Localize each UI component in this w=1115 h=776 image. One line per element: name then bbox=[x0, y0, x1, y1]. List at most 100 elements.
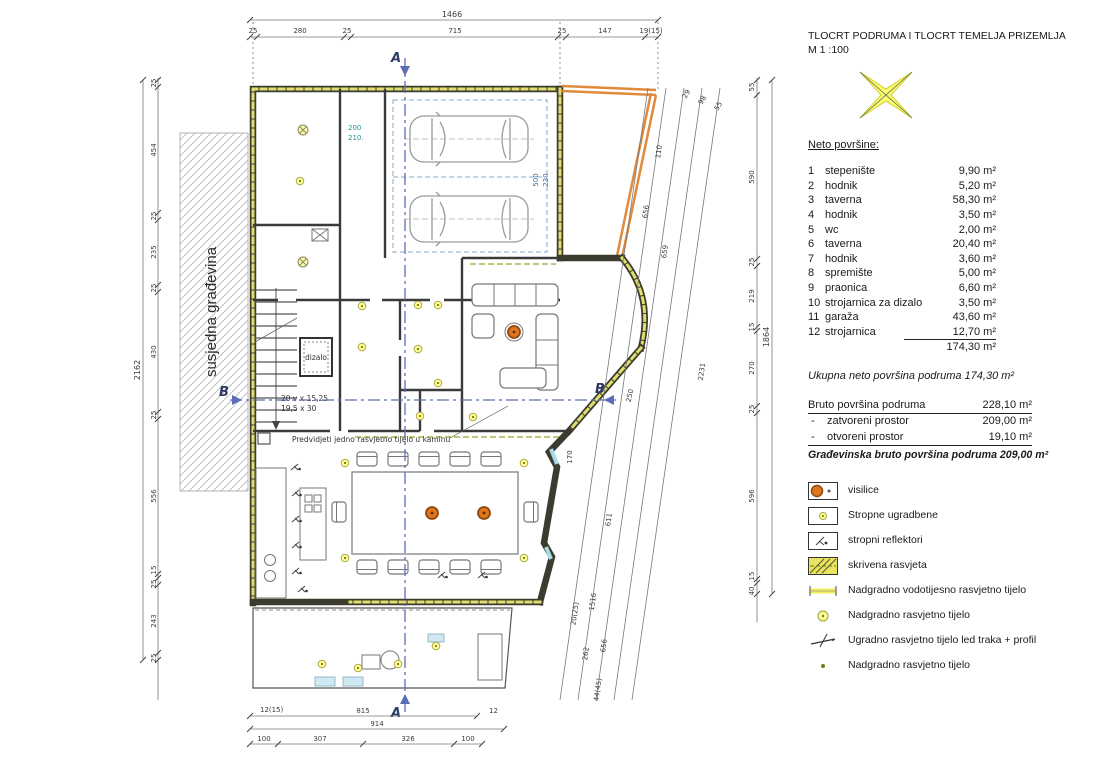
svg-text:659: 659 bbox=[660, 245, 670, 259]
svg-text:147: 147 bbox=[598, 27, 611, 35]
svg-text:656: 656 bbox=[599, 638, 609, 653]
pendant-light bbox=[477, 506, 491, 520]
svg-text:326: 326 bbox=[401, 735, 415, 743]
svg-text:250: 250 bbox=[625, 388, 636, 403]
svg-text:98: 98 bbox=[697, 94, 708, 106]
north-star-icon bbox=[859, 71, 913, 119]
svg-text:1466: 1466 bbox=[442, 10, 462, 19]
dimension-right: 55 590 25 219 15 270 25 596 15 40 1864 bbox=[748, 76, 776, 622]
legend-item: visilice bbox=[808, 478, 1110, 503]
svg-text:19(15): 19(15) bbox=[639, 27, 663, 35]
svg-text:656: 656 bbox=[641, 204, 651, 219]
neighbor-building-label: susjedna građevina bbox=[203, 246, 220, 377]
elevator-label: dizalo bbox=[305, 353, 327, 362]
svg-text:262: 262 bbox=[581, 647, 591, 661]
svg-text:25: 25 bbox=[150, 79, 158, 88]
svg-text:25: 25 bbox=[150, 212, 158, 221]
fireplace-note-text: Predvidjeti jedno rasvjetno tijelo u kam… bbox=[292, 435, 451, 444]
svg-text:230: 230 bbox=[542, 173, 550, 186]
section-b-label-right: B bbox=[595, 382, 605, 397]
svg-text:596: 596 bbox=[748, 489, 756, 503]
svg-text:270: 270 bbox=[748, 361, 756, 374]
svg-text:590: 590 bbox=[748, 170, 756, 183]
svg-text:15: 15 bbox=[150, 566, 158, 575]
section-a-label-top: A bbox=[390, 51, 401, 66]
neighbor-building: susjedna građevina bbox=[179, 132, 249, 492]
svg-text:914: 914 bbox=[370, 720, 384, 728]
garage bbox=[392, 99, 548, 253]
svg-text:25: 25 bbox=[150, 580, 158, 589]
svg-text:1516: 1516 bbox=[588, 592, 598, 611]
svg-text:25: 25 bbox=[343, 27, 352, 35]
svg-text:20(25): 20(25) bbox=[569, 601, 580, 625]
zatvoreni-row: - zatvoreni prostor 209,00 m² bbox=[811, 415, 1032, 428]
legend-item: Nadgradno vodotijesno rasvjetno tijelo bbox=[808, 578, 1110, 603]
svg-text:25: 25 bbox=[150, 654, 158, 663]
svg-text:44(45): 44(45) bbox=[592, 677, 603, 701]
svg-text:12(15): 12(15) bbox=[260, 706, 284, 714]
svg-text:25: 25 bbox=[748, 258, 756, 267]
svg-text:280: 280 bbox=[293, 27, 306, 35]
terrace bbox=[252, 607, 513, 689]
svg-text:307: 307 bbox=[313, 735, 326, 743]
svg-text:25: 25 bbox=[150, 411, 158, 420]
kitchen bbox=[255, 463, 327, 599]
svg-text:815: 815 bbox=[356, 707, 369, 715]
stropne-ugradbene-icon bbox=[808, 506, 838, 525]
svg-text:200: 200 bbox=[348, 124, 361, 132]
nadgradno-krug-icon bbox=[817, 610, 829, 622]
svg-text:715: 715 bbox=[448, 27, 461, 35]
dimension-left: 2162 25 454 25 235 25 430 25 556 15 25 2… bbox=[133, 76, 162, 700]
svg-text:25: 25 bbox=[558, 27, 567, 35]
drawing-scale: M 1 :100 bbox=[808, 43, 849, 56]
svg-text:25: 25 bbox=[150, 284, 158, 293]
otvoreni-row: - otvoreni prostor 19,10 m² bbox=[808, 430, 1032, 447]
stairs-note-2: 19,5 x 30 bbox=[281, 404, 317, 413]
ukupna-line: Ukupna neto površina podruma 174,30 m² bbox=[808, 370, 1015, 383]
dimension-slanted: 29 98 55 110 656 659 2231 611 1516 20(25… bbox=[559, 87, 724, 702]
neto-total: 174,30 m² bbox=[904, 339, 996, 355]
svg-text:40: 40 bbox=[748, 587, 756, 596]
nadgradno-dot-icon bbox=[821, 663, 825, 668]
fireplace-note: Predvidjeti jedno rasvjetno tijelo u kam… bbox=[292, 405, 509, 444]
svg-text:430: 430 bbox=[150, 345, 158, 358]
bruto-row: Bruto površina podruma 228,10 m² bbox=[808, 398, 1032, 415]
svg-text:243: 243 bbox=[150, 614, 158, 627]
svg-text:29: 29 bbox=[681, 88, 692, 100]
stairs-note-1: 20 v x 15,25 bbox=[281, 394, 328, 403]
svg-text:1864: 1864 bbox=[762, 327, 771, 347]
svg-text:2162: 2162 bbox=[133, 360, 142, 380]
section-b-label-left: B bbox=[219, 385, 229, 400]
stairs: 20 v x 15,25 19,5 x 30 bbox=[254, 288, 328, 430]
section-a-label-bottom: A bbox=[390, 706, 401, 721]
section-line-a: A A bbox=[390, 51, 410, 721]
pendant-light bbox=[425, 506, 439, 520]
svg-text:12: 12 bbox=[489, 707, 498, 715]
drawing-title: TLOCRT PODRUMA I TLOCRT TEMELJA PRIZEMLJ… bbox=[808, 30, 1066, 42]
svg-text:500: 500 bbox=[532, 173, 540, 186]
vodotijesno-icon bbox=[809, 585, 837, 596]
svg-text:2231: 2231 bbox=[697, 362, 707, 381]
svg-text:110: 110 bbox=[654, 145, 664, 159]
visilice-icon bbox=[808, 481, 838, 500]
svg-text:611: 611 bbox=[604, 513, 614, 527]
svg-text:25: 25 bbox=[249, 27, 258, 35]
svg-text:25: 25 bbox=[748, 405, 756, 414]
svg-text:55: 55 bbox=[748, 83, 756, 92]
led-traka-icon bbox=[810, 633, 836, 648]
stropni-reflektori-icon bbox=[808, 531, 838, 550]
skrivena-rasvjeta-icon bbox=[808, 556, 838, 575]
svg-text:55: 55 bbox=[713, 100, 724, 112]
